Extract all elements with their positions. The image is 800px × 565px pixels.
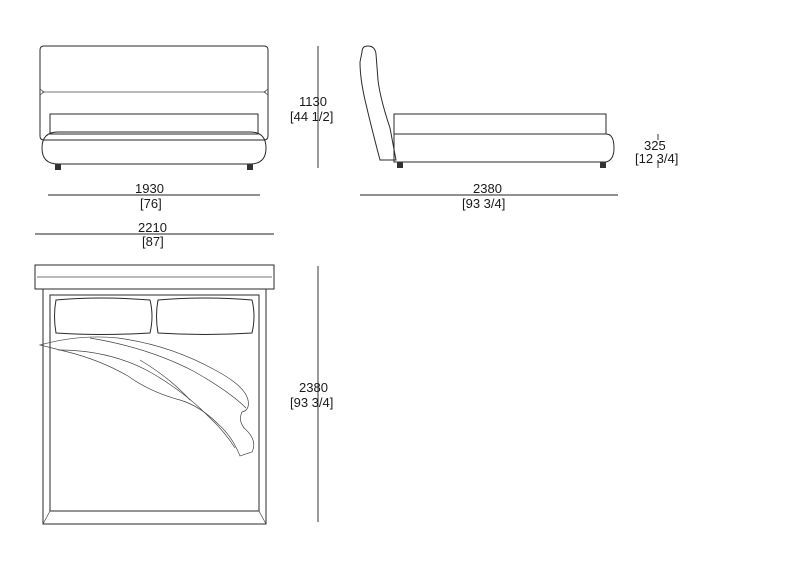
- side-mattress: [393, 113, 607, 135]
- top-frame-outer: [42, 288, 267, 525]
- side-base-height-mm: 325: [644, 138, 666, 153]
- blanket-fold-1: [57, 349, 236, 449]
- front-mattress: [49, 113, 259, 135]
- front-base: [41, 131, 267, 165]
- top-length-dimension: 2380 [93 3/4]: [290, 266, 333, 522]
- front-seam-left-mark: [39, 88, 45, 96]
- front-width-mm: 1930: [135, 181, 164, 196]
- side-base: [393, 133, 615, 163]
- blanket: [38, 336, 255, 457]
- front-height-mm: 1130: [299, 94, 327, 109]
- pillow-right: [156, 297, 255, 335]
- top-width-inch: [87]: [142, 234, 164, 249]
- top-width-mm: 2210: [138, 220, 167, 235]
- blanket-fold-3: [139, 359, 191, 401]
- front-foot-right: [247, 164, 253, 170]
- side-length-mm: 2380: [473, 181, 502, 196]
- side-foot-left: [397, 162, 403, 168]
- top-width-dimension: 2210 [87]: [35, 220, 274, 249]
- front-height-dimension: 1130 [44 1/2]: [290, 46, 333, 168]
- front-seam-right-mark: [263, 88, 269, 96]
- blanket-fold-2: [89, 337, 247, 409]
- top-length-inch: [93 3/4]: [290, 395, 333, 410]
- side-length-dimension: 2380 [93 3/4]: [360, 181, 618, 211]
- top-frame-corner-right: [258, 510, 267, 525]
- top-view: [34, 264, 275, 525]
- side-base-height-inch: [12 3/4]: [635, 151, 678, 166]
- pillow-left: [54, 297, 153, 335]
- side-view: [359, 45, 615, 168]
- side-base-height-dimension: 325 [12 3/4]: [635, 134, 678, 168]
- front-height-inch: [44 1/2]: [290, 109, 333, 124]
- front-view: [39, 45, 269, 170]
- front-foot-left: [55, 164, 61, 170]
- front-width-dimension: 1930 [76]: [48, 181, 260, 211]
- top-mattress: [49, 294, 260, 512]
- front-width-inch: [76]: [140, 196, 162, 211]
- side-foot-right: [600, 162, 606, 168]
- side-headboard: [359, 45, 397, 161]
- top-length-mm: 2380: [299, 380, 328, 395]
- front-headboard: [39, 45, 269, 141]
- side-length-inch: [93 3/4]: [462, 196, 505, 211]
- top-frame-corner-left: [42, 510, 51, 525]
